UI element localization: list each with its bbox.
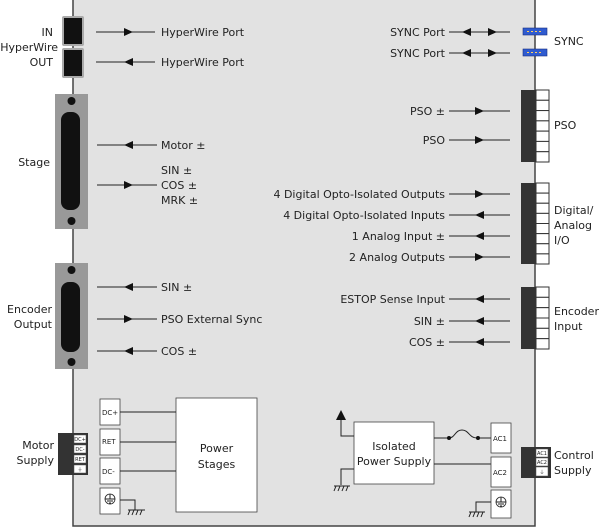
pso-terminal-block [521, 89, 550, 163]
sync-connector-1 [522, 27, 548, 36]
svg-text:AC2: AC2 [493, 469, 507, 477]
earth-icon [495, 496, 507, 508]
encoder-output-connector [55, 263, 88, 369]
fuse-icon [434, 429, 491, 439]
output-arrow-icon [336, 410, 346, 420]
svg-text:RET: RET [75, 457, 86, 463]
sync-connector-2 [522, 48, 548, 57]
encoder-output-sin: SIN ± [161, 281, 192, 294]
hyperwire-in-label: IN [42, 26, 53, 39]
isolated-power-supply-label-2: Power Supply [357, 455, 432, 468]
motor-arrow [124, 141, 133, 149]
terminal-blocks [521, 89, 550, 350]
dio-terminal-block [521, 182, 550, 265]
svg-text:DC-: DC- [75, 447, 84, 453]
stage-cos-signal: COS ± [161, 179, 197, 192]
ground-icon [333, 485, 350, 492]
hyperwire-out-label: OUT [30, 56, 54, 69]
hyperwire-port-out: HyperWire Port [161, 56, 245, 69]
power-stages-label-2: Stages [198, 458, 236, 471]
hyperwire-connector-in [62, 16, 84, 46]
motor-supply-label-2: Supply [17, 454, 55, 467]
svg-text:DC-: DC- [102, 468, 115, 476]
encoder-input-sin: SIN ± [414, 315, 445, 328]
isolated-power-supply-box [353, 421, 435, 485]
control-supply-label-2: Supply [554, 464, 592, 477]
motor-supply-connector: DC+ DC- RET ⏚ [58, 433, 88, 475]
motor-signal: Motor ± [161, 139, 206, 152]
sync-port-2: SYNC Port [390, 47, 446, 60]
control-supply-label: Control [554, 449, 594, 462]
analog-input: 1 Analog Input ± [352, 230, 445, 243]
estop-sense-input: ESTOP Sense Input [340, 293, 445, 306]
stage-connector [55, 94, 88, 229]
analog-outputs: 2 Analog Outputs [349, 251, 445, 264]
pso-label: PSO [554, 119, 577, 132]
stage-mrk-signal: MRK ± [161, 194, 198, 207]
pso-signal-2: PSO [423, 134, 446, 147]
control-supply-connector: AC1 AC2 ⏚ [521, 447, 551, 478]
svg-text:⏚: ⏚ [77, 467, 82, 474]
motor-supply-label: Motor [22, 439, 54, 452]
power-stages-box [175, 397, 258, 513]
power-stages-label: Power [200, 442, 234, 455]
isolated-power-supply-label: Isolated [372, 440, 416, 453]
svg-text:AC1: AC1 [493, 435, 507, 443]
svg-text:AC1: AC1 [537, 451, 547, 457]
digital-outputs: 4 Digital Opto-Isolated Outputs [273, 188, 445, 201]
feedback-arrow [124, 181, 133, 189]
dio-label-2: Analog [554, 219, 592, 232]
encoder-input-cos: COS ± [409, 336, 445, 349]
encoder-output-label: Encoder [7, 303, 52, 316]
svg-text:⏚: ⏚ [539, 469, 544, 476]
dio-label-3: I/O [554, 234, 570, 247]
hyperwire-connector-out [62, 48, 84, 78]
svg-text:RET: RET [102, 438, 116, 446]
encoder-input-label: Encoder [554, 305, 599, 318]
encoder-output-cos: COS ± [161, 345, 197, 358]
ac1-terminal [490, 422, 512, 454]
stage-sin-signal: SIN ± [161, 164, 192, 177]
encoder-input-label-2: Input [554, 320, 583, 333]
svg-text:AC2: AC2 [537, 460, 547, 466]
encoder-output-label-2: Output [14, 318, 53, 331]
earth-icon [104, 493, 116, 505]
encoder-input-terminal-block [521, 286, 550, 350]
hyperwire-label: HyperWire [0, 41, 58, 54]
svg-text:DC+: DC+ [74, 437, 86, 443]
hyperwire-port-in: HyperWire Port [161, 26, 245, 39]
controller-board [72, 0, 536, 527]
ac2-terminal [490, 456, 512, 488]
stage-label: Stage [18, 156, 50, 169]
dio-label: Digital/ [554, 204, 594, 217]
pso-signal-1: PSO ± [410, 105, 445, 118]
ground-icon [127, 509, 145, 516]
sync-label: SYNC [554, 35, 584, 48]
sync-port-1: SYNC Port [390, 26, 446, 39]
pso-external-sync: PSO External Sync [161, 313, 262, 326]
svg-text:DC+: DC+ [102, 409, 118, 417]
digital-inputs: 4 Digital Opto-Isolated Inputs [283, 209, 445, 222]
